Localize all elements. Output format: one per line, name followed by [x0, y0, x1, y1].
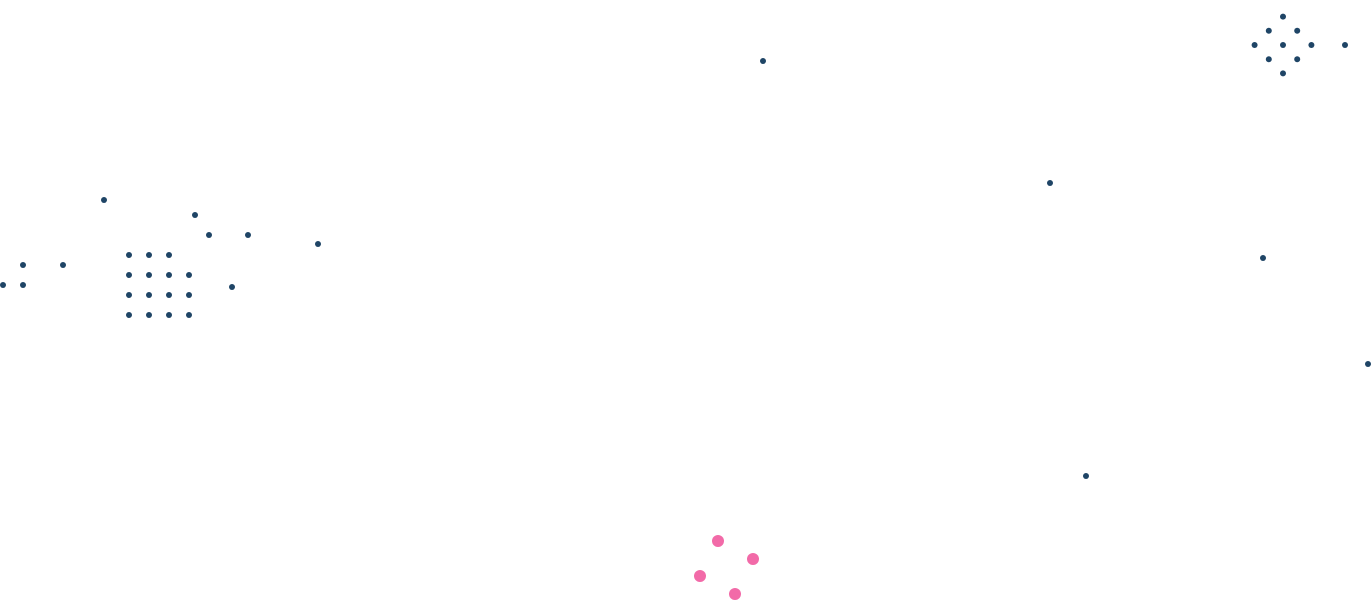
decorative-dot	[20, 262, 26, 268]
decorative-dot	[1365, 361, 1371, 367]
decorative-dot	[1294, 27, 1301, 34]
decorative-dot	[229, 284, 235, 290]
dot-diamond-top-right	[1251, 13, 1348, 77]
scattered-dots-right	[760, 58, 1371, 479]
decorative-dot	[1294, 56, 1301, 63]
scattered-dots-left	[0, 197, 321, 290]
decorative-dot	[1265, 27, 1272, 34]
decorative-dot	[186, 292, 192, 298]
decorative-dot	[1280, 13, 1286, 20]
decorative-dot	[126, 312, 132, 318]
decorative-dot	[166, 312, 172, 318]
decorative-dot	[146, 292, 152, 298]
decorative-dot	[1280, 42, 1286, 48]
decorative-dot	[146, 312, 152, 318]
decorative-dot	[146, 252, 152, 258]
decorative-dot	[1265, 56, 1272, 63]
decorative-dot	[186, 272, 192, 278]
decorative-dot	[166, 252, 172, 258]
decorative-dot	[1280, 70, 1286, 77]
decorative-dot	[1342, 42, 1348, 48]
decorative-dot	[747, 553, 759, 565]
decorative-dot	[315, 241, 321, 247]
dot-grid-left	[126, 252, 192, 318]
decorative-dot	[0, 282, 6, 288]
decorative-dot	[126, 292, 132, 298]
decorative-dot	[1251, 42, 1258, 48]
decorative-dot	[166, 272, 172, 278]
decorative-dot	[60, 262, 66, 268]
decorative-dot	[126, 272, 132, 278]
decorative-dot	[712, 535, 724, 547]
decorative-dot	[1083, 473, 1089, 479]
decorative-dot	[1260, 255, 1266, 261]
decorative-dot	[186, 312, 192, 318]
decorative-dot	[760, 58, 766, 64]
decorative-dot	[1308, 42, 1315, 48]
decorative-dot	[694, 570, 706, 582]
decorative-dot	[206, 232, 212, 238]
decorative-dot	[126, 252, 132, 258]
decorative-dot	[729, 588, 741, 600]
decorative-dot	[245, 232, 251, 238]
decorative-dot	[20, 282, 26, 288]
decorative-dot	[166, 292, 172, 298]
pink-dot-cluster-bottom	[694, 535, 759, 600]
decorative-dot	[1047, 180, 1053, 186]
decorative-dot	[101, 197, 107, 203]
decorative-dot	[146, 272, 152, 278]
decorative-dot	[192, 212, 198, 218]
